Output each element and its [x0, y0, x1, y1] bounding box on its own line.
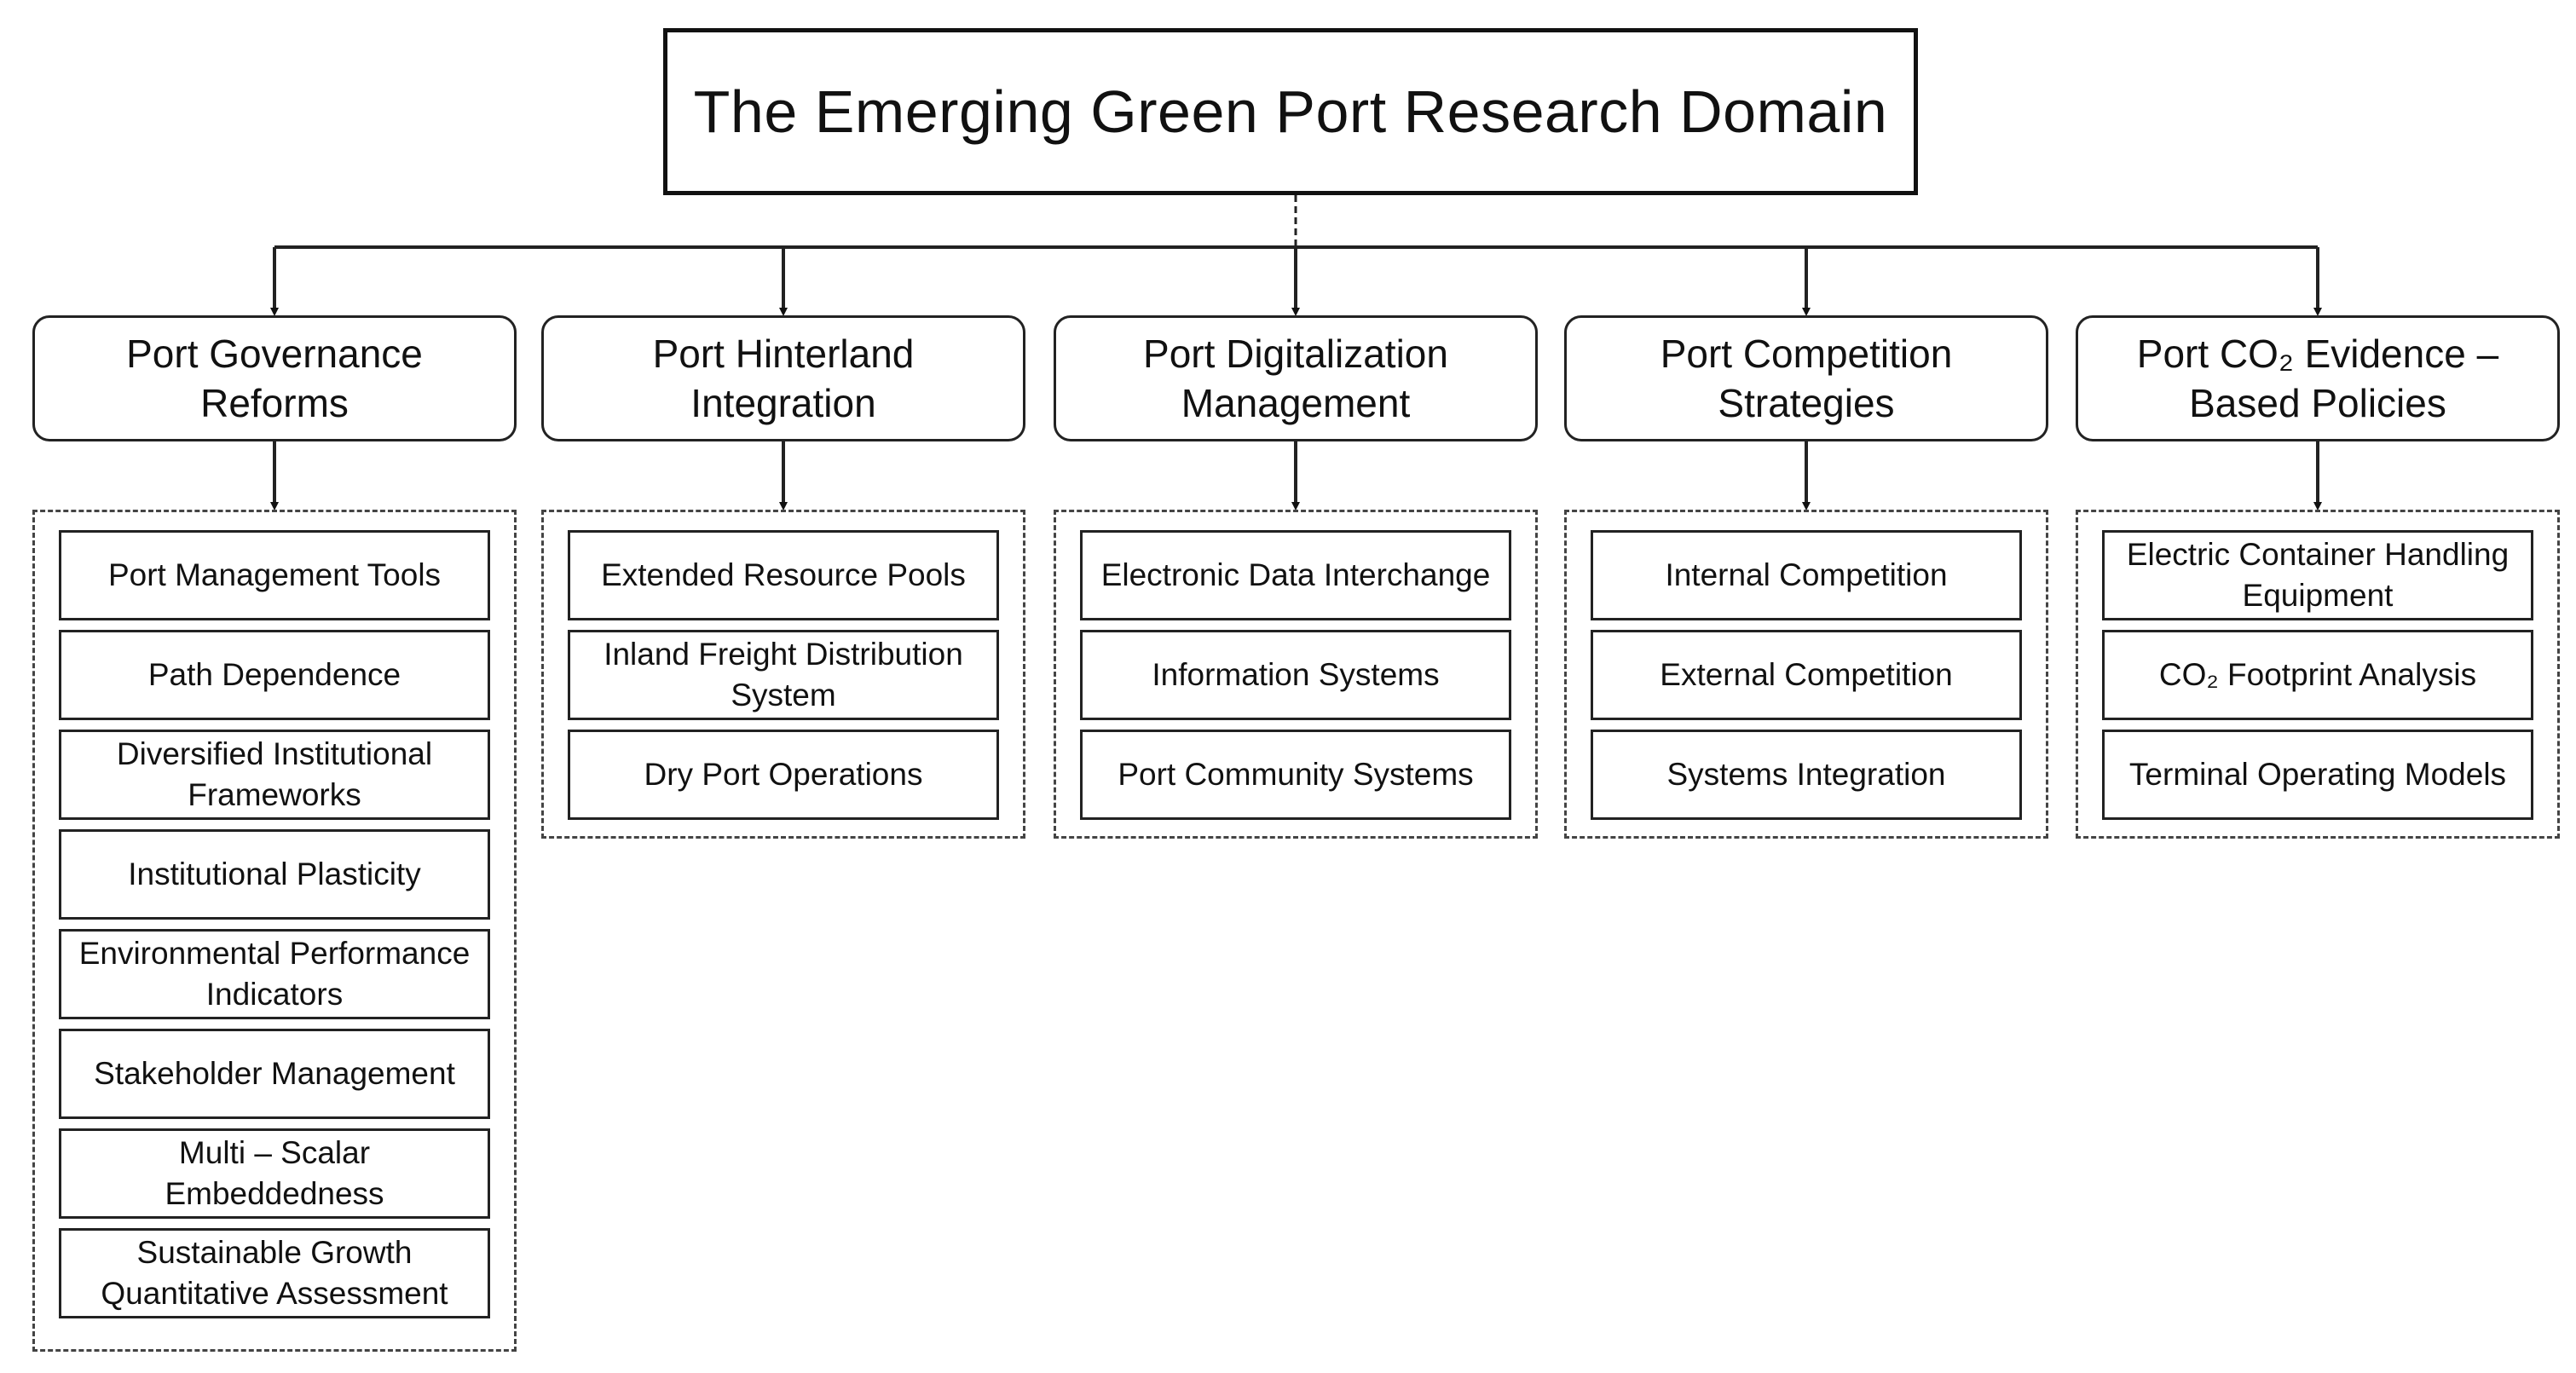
group-port-digitalization-management: Electronic Data Interchange Information … — [1054, 510, 1538, 839]
item-port-community-systems: Port Community Systems — [1080, 730, 1511, 820]
category-label-line2: Integration — [690, 381, 876, 425]
category-label-line2: Reforms — [200, 381, 349, 425]
root-title: The Emerging Green Port Research Domain — [693, 78, 1888, 145]
item-extended-resource-pools: Extended Resource Pools — [568, 530, 999, 620]
category-port-governance-reforms: Port Governance Reforms — [32, 315, 517, 441]
category-port-hinterland-integration: Port Hinterland Integration — [541, 315, 1025, 441]
category-label-line2: Strategies — [1718, 381, 1895, 425]
category-label-line1: Port Digitalization — [1143, 332, 1448, 376]
item-electronic-data-interchange: Electronic Data Interchange — [1080, 530, 1511, 620]
item-environmental-performance-indicators: Environmental Performance Indicators — [59, 929, 490, 1019]
item-information-systems: Information Systems — [1080, 630, 1511, 720]
group-port-hinterland-integration: Extended Resource Pools Inland Freight D… — [541, 510, 1025, 839]
item-electric-container-handling-equipment: Electric Container Handling Equipment — [2102, 530, 2533, 620]
item-sustainable-growth-quantitative-assessment: Sustainable Growth Quantitative Assessme… — [59, 1228, 490, 1318]
category-label-line1: Port Governance — [126, 332, 423, 376]
category-port-digitalization-management: Port Digitalization Management — [1054, 315, 1538, 441]
root-title-box: The Emerging Green Port Research Domain — [663, 28, 1918, 195]
category-label-line2: Based Policies — [2189, 381, 2446, 425]
item-external-competition: External Competition — [1591, 630, 2022, 720]
group-port-co2-evidence-based-policies: Electric Container Handling Equipment CO… — [2076, 510, 2560, 839]
item-inland-freight-distribution-system: Inland Freight Distribution System — [568, 630, 999, 720]
category-label-line1: Port CO₂ Evidence – — [2136, 332, 2499, 376]
item-terminal-operating-models: Terminal Operating Models — [2102, 730, 2533, 820]
category-port-co2-evidence-based-policies: Port CO₂ Evidence – Based Policies — [2076, 315, 2560, 441]
category-label-line2: Management — [1181, 381, 1411, 425]
item-diversified-institutional-frameworks: Diversified Institutional Frameworks — [59, 730, 490, 820]
item-institutional-plasticity: Institutional Plasticity — [59, 829, 490, 920]
item-dry-port-operations: Dry Port Operations — [568, 730, 999, 820]
group-port-competition-strategies: Internal Competition External Competitio… — [1564, 510, 2048, 839]
item-internal-competition: Internal Competition — [1591, 530, 2022, 620]
item-multi-scalar-embeddedness: Multi – Scalar Embeddedness — [59, 1128, 490, 1219]
category-label-line1: Port Competition — [1660, 332, 1953, 376]
item-systems-integration: Systems Integration — [1591, 730, 2022, 820]
category-label-line1: Port Hinterland — [652, 332, 915, 376]
item-port-management-tools: Port Management Tools — [59, 530, 490, 620]
item-co2-footprint-analysis: CO₂ Footprint Analysis — [2102, 630, 2533, 720]
category-port-competition-strategies: Port Competition Strategies — [1564, 315, 2048, 441]
item-stakeholder-management: Stakeholder Management — [59, 1029, 490, 1119]
group-port-governance-reforms: Port Management Tools Path Dependence Di… — [32, 510, 517, 1352]
item-path-dependence: Path Dependence — [59, 630, 490, 720]
